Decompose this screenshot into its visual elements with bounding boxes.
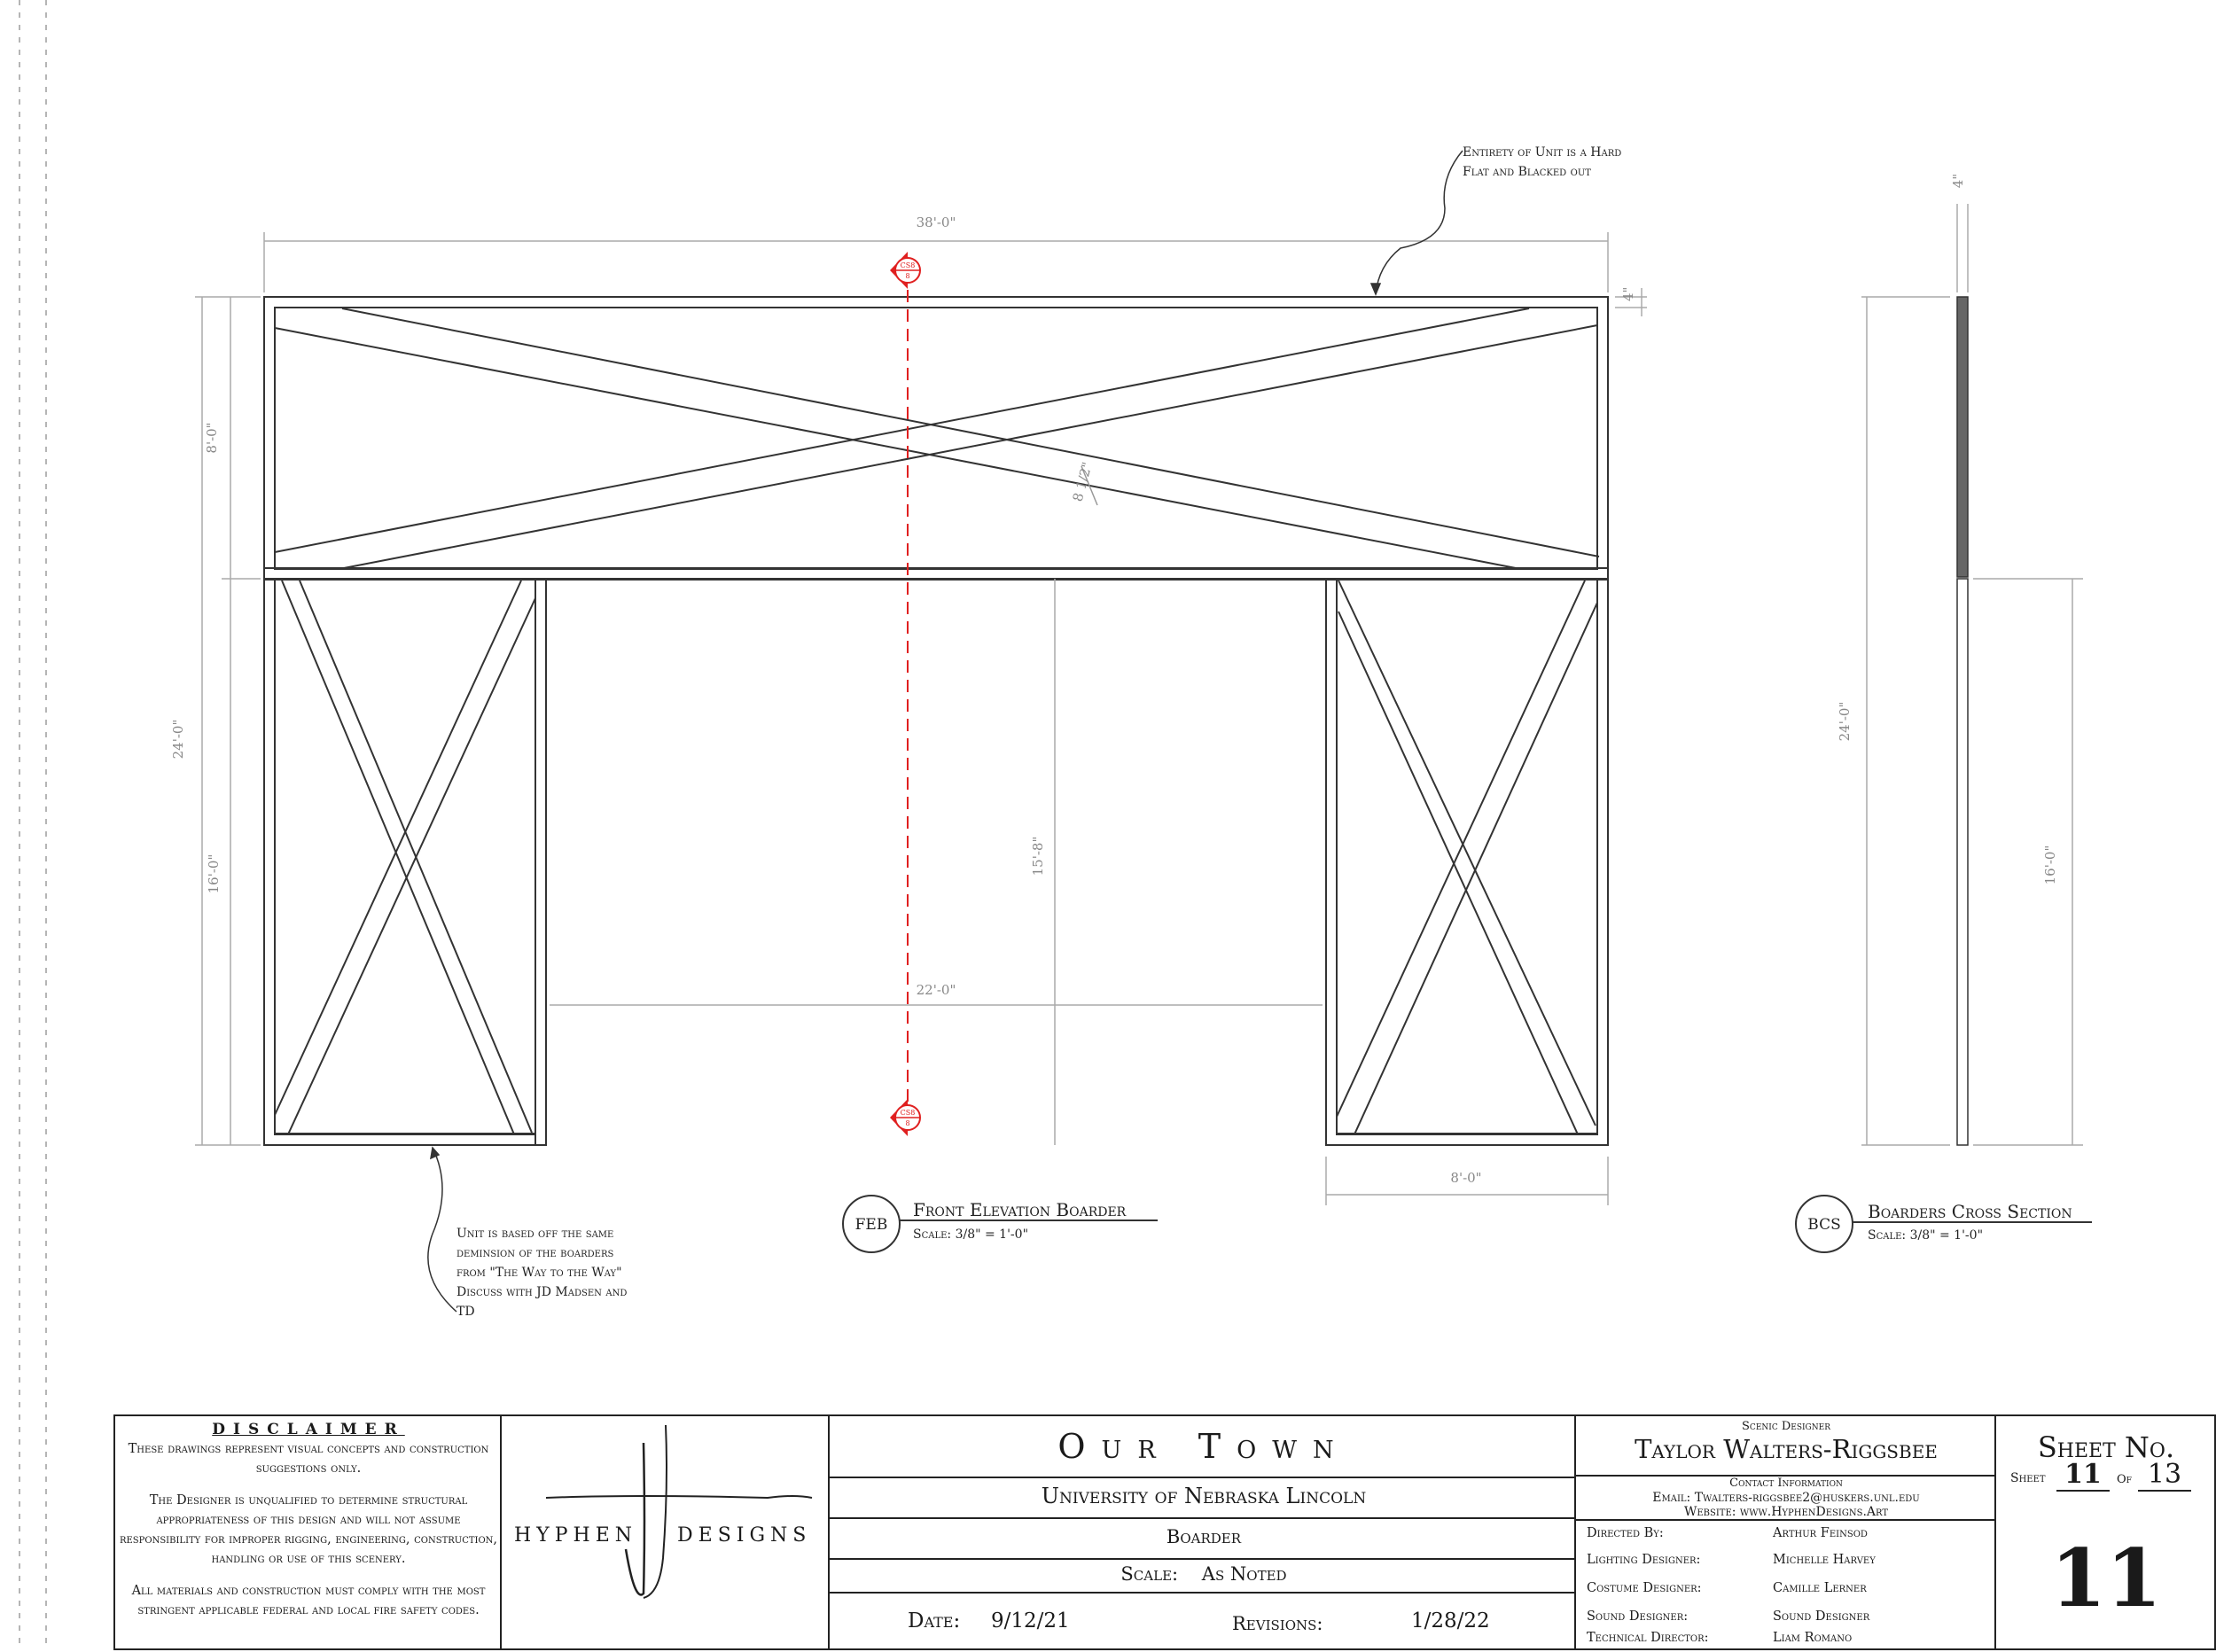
designer-role: Scenic Designer [1742, 1420, 1830, 1433]
sheet-number-block: Sheet No. Sheet 11 Of 13 11 [1998, 1416, 2214, 1648]
title-block: DISCLAIMER These drawings represent visu… [113, 1414, 2216, 1650]
dim-top-panel-height: 8'-0" [204, 422, 220, 453]
hyphen-designs-logo: HYPHEN DESIGNS [502, 1416, 830, 1648]
scale-row: Scale: As Noted [831, 1563, 1576, 1585]
note-unit-line1: Unit is based off the same [456, 1227, 613, 1241]
left-margin-border [19, 0, 47, 1650]
front-elevation [263, 296, 1609, 1146]
sheet-no-label: Sheet No. [2037, 1430, 2175, 1464]
note-text: Entirety of Unit is a Hard Flat and Blac… [456, 145, 1621, 1319]
dim-overall-height: 24'-0" [170, 720, 186, 760]
sheet-total: 13 [2138, 1459, 2191, 1492]
view-label-bcs: BCS Boarders Cross Section Scale: 3/8" =… [1795, 1195, 2092, 1253]
left-leg-inner [274, 578, 536, 1135]
dim-section-thickness: 4" [1950, 174, 1966, 188]
venue: University of Nebraska Lincoln [1041, 1484, 1367, 1508]
scale-value: As Noted [1201, 1563, 1287, 1585]
header-panel-inner [274, 307, 1598, 570]
right-leg-inner [1336, 578, 1598, 1135]
revisions-value: 1/28/22 [1411, 1609, 1490, 1633]
disclaimer-p1: These drawings represent visual concepts… [128, 1442, 489, 1476]
logo-word-hyphen: HYPHEN [514, 1524, 638, 1547]
leader-notes [427, 150, 1463, 1313]
note-hard-flat-line1: Entirety of Unit is a Hard [1463, 145, 1621, 160]
sheet-current: 11 [2056, 1459, 2110, 1492]
date-value: 9/12/21 [991, 1609, 1070, 1633]
cross-section [1861, 204, 2083, 1146]
dim-diagonal: 8 1/2" [1070, 460, 1096, 503]
svg-text:FEB: FEB [855, 1216, 888, 1234]
svg-text:Scale: 3/8" = 1'-0": Scale: 3/8" = 1'-0" [1868, 1228, 1983, 1243]
contact-heading: Contact Information [1729, 1477, 1843, 1490]
of-label: Of [2117, 1473, 2132, 1486]
section-marker-bottom: CS8 8 [890, 1099, 921, 1136]
note-unit-line5: TD [456, 1305, 475, 1319]
dim-leg-height: 16'-0" [206, 854, 222, 894]
disclaimer-p2: The Designer is unqualified to determine… [119, 1493, 498, 1566]
note-unit-line2: deminsion of the boarders [456, 1246, 614, 1260]
date-label: Date: [908, 1609, 961, 1633]
dim-top-thickness: 4" [1620, 287, 1636, 301]
dim-overall-width: 38'-0" [917, 214, 956, 230]
svg-text:BCS: BCS [1807, 1216, 1840, 1234]
dim-section-leg-height: 16'-0" [2042, 845, 2058, 885]
disclaimer-p3: All materials and construction must comp… [131, 1584, 486, 1617]
header-panel-outer [263, 296, 1609, 581]
designer-name: Taylor Walters-Riggsbee [1635, 1434, 1938, 1464]
svg-text:8: 8 [905, 272, 909, 280]
sheet-big-number: 11 [2050, 1531, 2162, 1625]
svg-text:8: 8 [905, 1119, 909, 1127]
logo-word-designs: DESIGNS [677, 1524, 812, 1547]
right-leg-outer [1325, 578, 1609, 1146]
dim-leg-width: 8'-0" [1450, 1170, 1481, 1186]
scale-label: Scale: [1120, 1563, 1179, 1585]
dim-section-overall-height: 24'-0" [1837, 702, 1853, 742]
revisions-label: Revisions: [1232, 1613, 1323, 1634]
contact-email: Email: Twalters-riggsbee2@huskers.unl.ed… [1652, 1491, 1920, 1505]
svg-text:Scale: 3/8" = 1'-0": Scale: 3/8" = 1'-0" [913, 1227, 1028, 1242]
svg-text:Front Elevation Boarder: Front Elevation Boarder [913, 1199, 1127, 1220]
show-title: Our Town [1057, 1427, 1350, 1466]
note-hard-flat-line2: Flat and Blacked out [1463, 165, 1591, 179]
svg-text:CS8: CS8 [901, 261, 916, 269]
note-unit-line3: from "The Way to the Way" [456, 1266, 622, 1280]
section-marker-top: CS8 8 [890, 252, 921, 289]
piece-name: Boarder [1166, 1526, 1242, 1547]
contact-website: Website: www.HyphenDesigns.Art [1683, 1505, 1889, 1519]
dim-opening-height: 15'-8" [1030, 837, 1046, 877]
dimension-labels: 38'-0" 4" 8'-0" 24'-0" 16'-0" 15'-8" 22'… [170, 174, 2058, 1186]
note-unit-line4: Discuss with JD Madsen and [456, 1285, 627, 1299]
dimension-lines [195, 232, 1647, 1205]
disclaimer: DISCLAIMER These drawings represent visu… [115, 1416, 502, 1648]
svg-text:Boarders Cross Section: Boarders Cross Section [1868, 1201, 2072, 1222]
sheet-label: Sheet [2010, 1471, 2046, 1485]
view-label-feb: FEB Front Elevation Boarder Scale: 3/8" … [842, 1195, 1158, 1253]
svg-text:CS8: CS8 [901, 1109, 916, 1117]
left-leg-outer [263, 578, 547, 1146]
dim-opening-width: 22'-0" [917, 982, 956, 998]
disclaimer-heading: DISCLAIMER [212, 1421, 405, 1438]
